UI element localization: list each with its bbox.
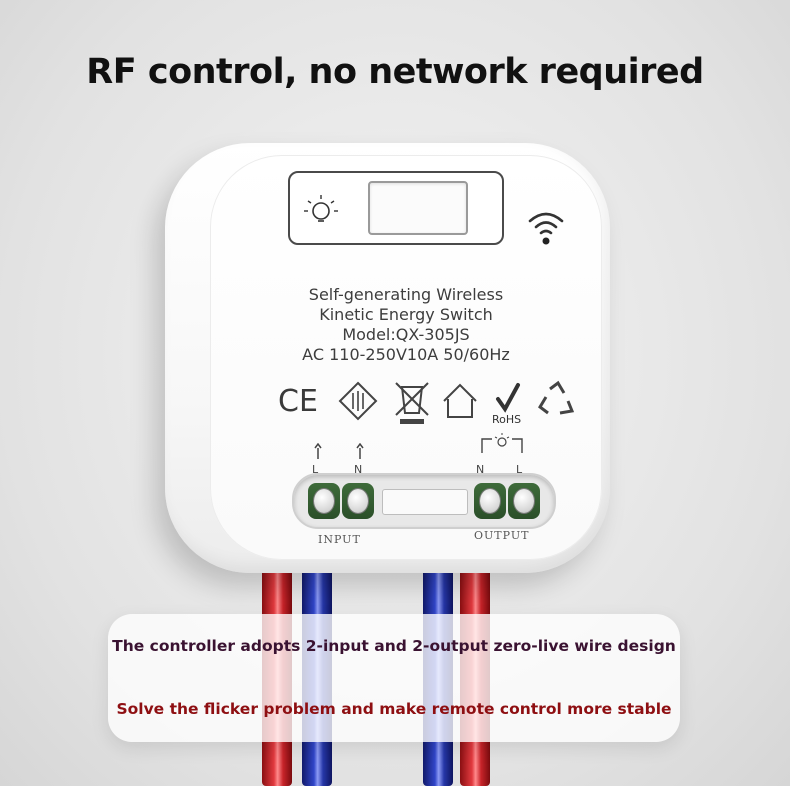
ce-mark-text: CE [278, 384, 318, 419]
info-line-2: Solve the flicker problem and make remot… [116, 700, 672, 718]
terminal-screw [508, 483, 540, 519]
headline: RF control, no network required [86, 52, 704, 92]
output-label: OUTPUT [474, 529, 530, 542]
indicator-window [368, 181, 468, 235]
double-insulation-icon [338, 381, 378, 421]
terminal-input-l-label: L [312, 463, 319, 476]
terminal-arrow-icon [356, 443, 364, 459]
terminal-input-n-label: N [354, 463, 363, 476]
rohs-icon: RoHS [492, 383, 521, 426]
info-line-1: The controller adopts 2-input and 2-outp… [112, 637, 676, 655]
info-panel: The controller adopts 2-input and 2-outp… [108, 614, 680, 742]
terminal-slot [382, 489, 468, 515]
weee-bin-icon [395, 382, 429, 424]
switch-device: Self-generating Wireless Kinetic Energy … [165, 143, 610, 573]
terminal-screw [474, 483, 506, 519]
terminal-output-n-label: N [476, 463, 485, 476]
terminal-screw [308, 483, 340, 519]
label-line-1: Self-generating Wireless [308, 285, 504, 304]
terminal-output-l-label: L [516, 463, 523, 476]
label-line-3: Model:QX-305JS [342, 325, 470, 344]
terminal-block [292, 473, 556, 529]
ce-icon: CE [278, 384, 318, 419]
label-line-4: AC 110-250V10A 50/60Hz [302, 345, 510, 364]
device-label: Self-generating Wireless Kinetic Energy … [210, 285, 602, 365]
output-bulb-icon [481, 433, 523, 453]
bulb-icon [304, 195, 338, 222]
terminal-labels: L N N L [210, 433, 602, 483]
wifi-icon [528, 212, 564, 245]
terminal-screw [342, 483, 374, 519]
recycle-icon [538, 380, 575, 415]
input-label: INPUT [318, 533, 361, 546]
rohs-mark-text: RoHS [492, 413, 521, 426]
kinetic-button [288, 171, 504, 245]
label-line-2: Kinetic Energy Switch [319, 305, 493, 324]
device-face: Self-generating Wireless Kinetic Energy … [210, 155, 602, 560]
terminal-arrow-icon [314, 443, 322, 459]
certification-marks: CE RoHS [278, 380, 575, 426]
indoor-use-icon [443, 383, 477, 418]
